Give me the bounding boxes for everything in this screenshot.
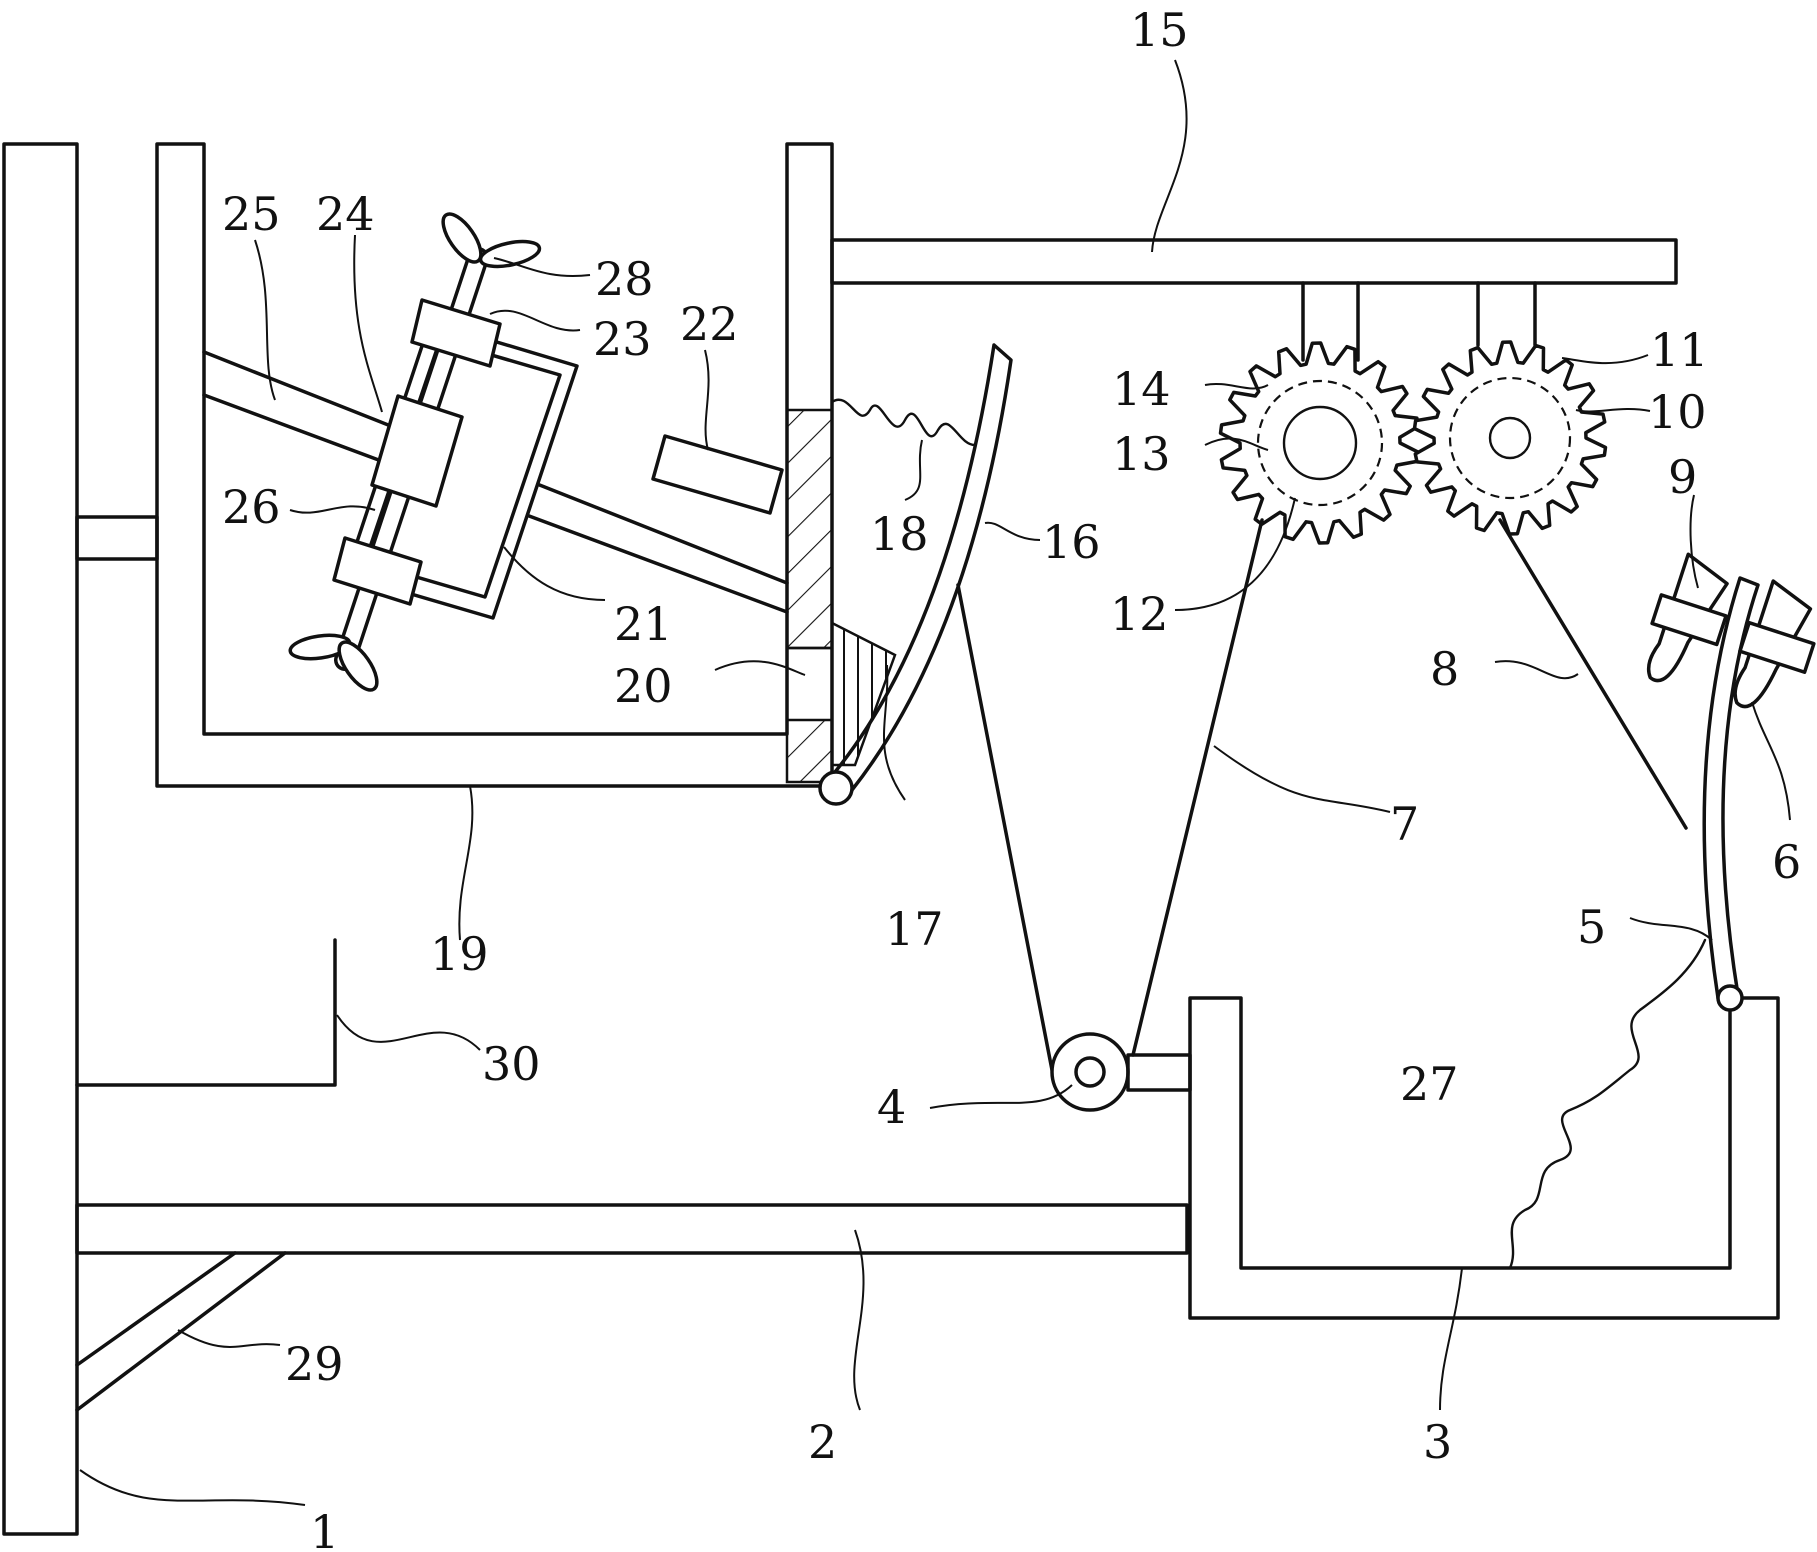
label-15: 15 [1130,3,1189,57]
collection-box [1188,996,1780,1320]
upper-tank [155,142,834,788]
swing-arm-pivot [1716,984,1744,1012]
propeller-blades-top [441,212,542,269]
pulley-bracket [1126,1053,1192,1092]
brush-head-left [1646,552,1729,683]
label-25: 25 [222,187,281,241]
label-2: 2 [808,1415,837,1469]
wedge-block [830,620,897,767]
label-20: 20 [614,659,673,713]
step-bracket [75,938,337,1087]
motor-block [370,394,464,508]
label-26: 26 [222,480,281,534]
hatched-gate-lower [785,718,834,784]
label-6: 6 [1772,835,1801,889]
base-plate [75,1203,1189,1255]
label-23: 23 [593,312,652,366]
brush-head-right [1733,579,1816,709]
gear-supports [1301,281,1537,362]
slider-block [651,434,784,515]
box-spring [1508,938,1707,1270]
upper-bearing-block [410,298,502,368]
tank-connector [75,515,159,561]
right-gear-hub [1488,416,1532,460]
wavy-spring [830,398,977,447]
lower-pulley-axle [1074,1056,1106,1088]
left-gear-hub [1282,405,1358,481]
baffle-hinge [818,770,854,806]
label-4: 4 [877,1080,906,1134]
label-17: 17 [885,902,944,956]
label-9: 9 [1668,450,1697,504]
hatched-gate [785,408,834,650]
label-5: 5 [1577,900,1606,954]
label-29: 29 [285,1337,344,1391]
label-18: 18 [870,507,929,561]
left-gear-hub-dashed [1256,379,1384,507]
label-19: 19 [430,927,489,981]
propeller-blades-bottom [288,633,379,692]
label-24: 24 [316,187,375,241]
label-16: 16 [1042,515,1101,569]
left-gear [1218,341,1422,545]
label-13: 13 [1112,427,1171,481]
label-14: 14 [1112,362,1171,416]
vertical-post [2,142,79,1536]
label-30: 30 [482,1037,541,1091]
label-27: 27 [1400,1057,1459,1111]
label-21: 21 [614,597,673,651]
label-28: 28 [595,252,654,306]
top-beam [830,238,1678,285]
lower-bearing-block [332,536,423,606]
frame-bracket [344,320,579,620]
right-gear-hub-dashed [1448,376,1572,500]
part-labels: 1 2 3 4 5 6 7 8 9 10 11 12 13 14 15 16 1… [222,3,1801,1552]
label-22: 22 [680,297,739,351]
label-10: 10 [1648,385,1707,439]
label-7: 7 [1390,797,1419,851]
lower-pulley [1050,1032,1130,1112]
leader-lines [79,59,1791,1506]
label-12: 12 [1110,587,1169,641]
label-3: 3 [1423,1415,1452,1469]
link-rod [1498,518,1688,830]
right-gear [1412,340,1608,536]
label-8: 8 [1430,642,1459,696]
label-11: 11 [1650,323,1709,377]
label-1: 1 [310,1505,339,1552]
drive-belt [956,518,1264,1072]
